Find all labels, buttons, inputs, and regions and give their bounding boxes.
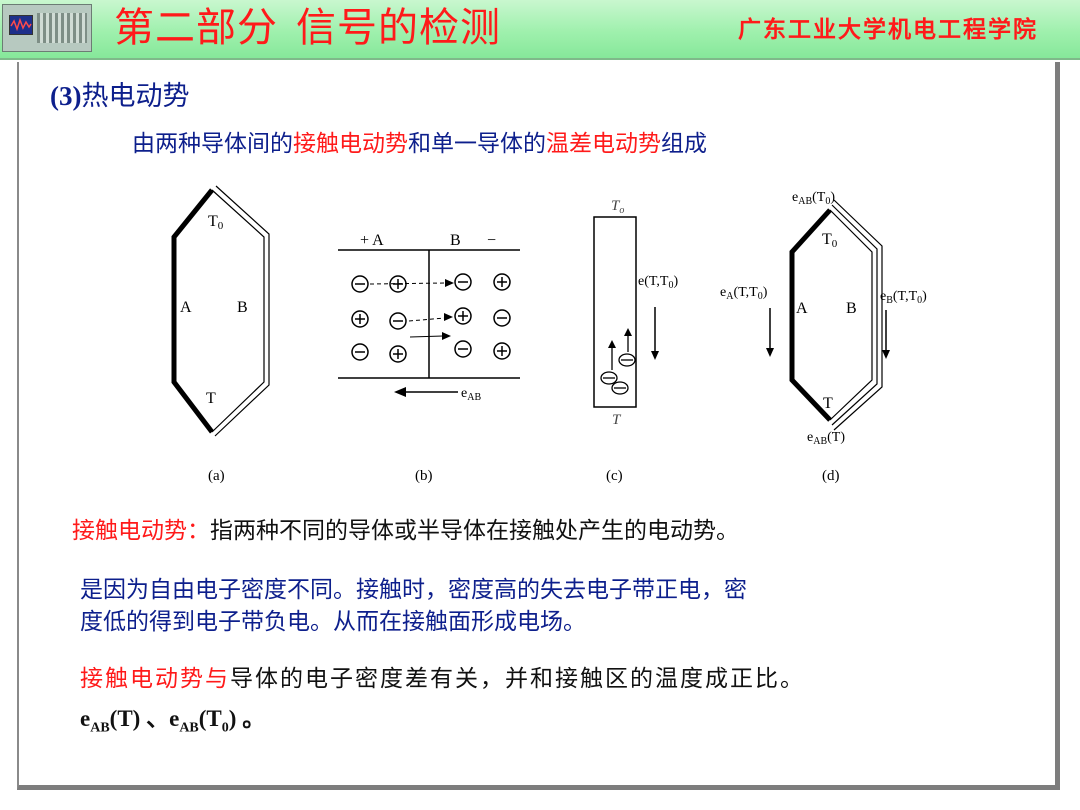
fig-a-caption: (a) [208,468,225,484]
fig-d-top-emf-label: eAB(T0) [792,190,835,207]
section-heading: (3)热电动势 [50,81,190,112]
header-organization: 广东工业大学机电工程学院 [738,16,1038,43]
figure-b: + A B − eAB (b) [338,232,520,484]
fig-a-a-label: A [180,299,192,316]
fig-a-t-label: T [206,390,216,407]
figure-d: eAB(T0) T0 A B T eA(T,T0) eB(T,T0) eAB(T… [720,190,927,484]
fig-d-a-label: A [796,300,808,317]
fig-b-a-label: + A [360,232,384,249]
emf-formula: eAB(T) 、eAB(T0) 。 [80,706,266,736]
fig-d-caption: (d) [822,468,840,484]
fig-a-t0-label: T0 [208,213,224,232]
fig-c-top-label: To [611,198,624,216]
section-subtitle: 由两种导体间的接触电动势和单一导体的温差电动势组成 [132,131,707,157]
fig-d-t-label: T [823,395,833,412]
fig-d-right-emf-label: eB(T,T0) [880,289,927,306]
fig-b-minus-label: − [487,232,496,249]
relation-paragraph: 接触电动势与导体的电子密度差有关，并和接触区的温度成正比。 [80,666,805,692]
header-title: 第二部分信号的检测 [114,5,501,51]
thermocouple-diagrams: T0 A B T (a) + A B − [171,185,927,484]
figure-c: To T e(T,T0) (c) [593,198,678,484]
fig-b-caption: (b) [415,468,433,484]
fig-c-bottom-label: T [612,412,622,428]
fig-d-t0-label: T0 [822,231,838,250]
fig-d-bottom-emf-label: eAB(T) [807,430,845,447]
figure-a: T0 A B T (a) [171,185,270,484]
fig-c-caption: (c) [606,468,623,484]
fig-b-eab-label: eAB [461,386,481,403]
slide-header: 第二部分信号的检测 广东工业大学机电工程学院 [0,0,1080,60]
fig-c-emf-label: e(T,T0) [638,274,678,291]
definition-paragraph: 接触电动势：指两种不同的导体或半导体在接触处产生的电动势。 [72,518,739,544]
slide-frame [17,62,1060,790]
cause-paragraph: 是因为自由电子密度不同。接触时，密度高的失去电子带正电，密度低的得到电子带负电。… [80,577,747,635]
fig-d-b-label: B [846,300,857,317]
fig-a-b-label: B [237,299,248,316]
fig-b-b-label: B [450,232,461,249]
fig-d-left-emf-label: eA(T,T0) [720,285,768,302]
oscilloscope-logo-icon [2,4,92,52]
